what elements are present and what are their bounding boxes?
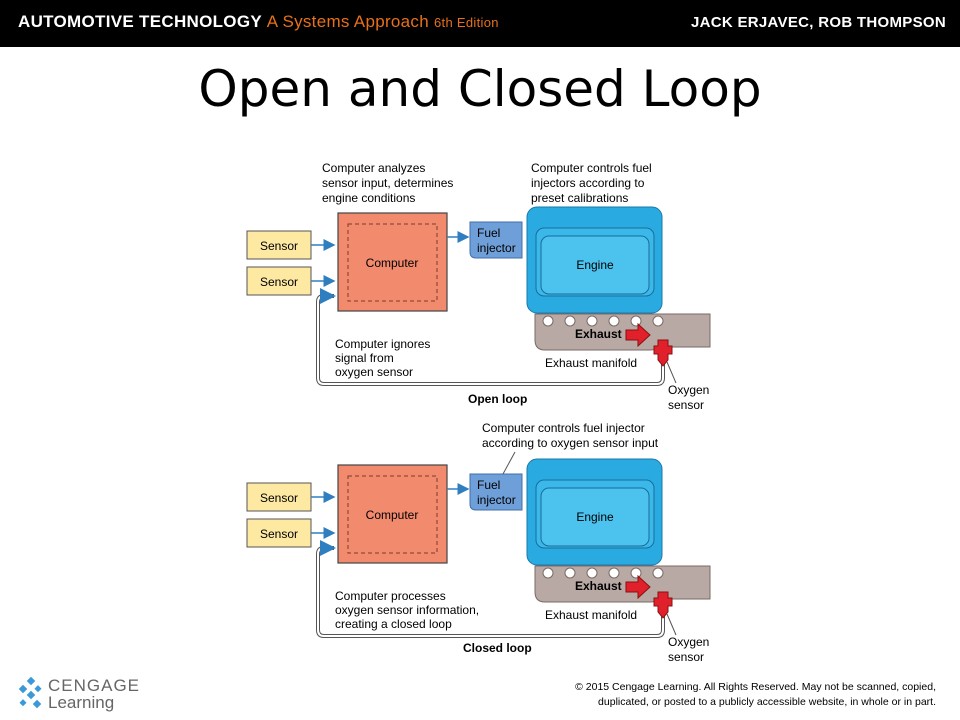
closed-exhaust-manifold <box>534 565 711 603</box>
slide-title: Open and Closed Loop <box>198 60 762 118</box>
closed-loop-diagram: Sensor Sensor Computer Fuel injector Eng… <box>246 421 711 664</box>
open-feedback-note: Computer ignores signal from oxygen sens… <box>335 337 430 379</box>
copyright-line-1: © 2015 Cengage Learning. All Rights Rese… <box>575 681 936 693</box>
open-computer-note: Computer analyzes sensor input, determin… <box>322 161 453 205</box>
svg-text:engine conditions: engine conditions <box>322 191 415 205</box>
closed-sensor-2: Sensor <box>260 527 298 541</box>
open-exhaust-manifold <box>534 313 711 351</box>
book-title-text: AUTOMOTIVE TECHNOLOGY <box>18 12 262 31</box>
svg-text:preset calibrations: preset calibrations <box>531 191 628 205</box>
svg-text:oxygen sensor information,: oxygen sensor information, <box>335 603 479 617</box>
closed-oxygen-sensor <box>653 591 673 619</box>
closed-o2-text-1: Oxygen <box>668 635 709 649</box>
closed-fuel-injector <box>469 473 523 511</box>
book-title: AUTOMOTIVE TECHNOLOGY A Systems Approach… <box>18 12 499 32</box>
svg-text:according to oxygen sensor inp: according to oxygen sensor input <box>482 436 659 450</box>
open-exhaust-arrow <box>625 322 651 348</box>
closed-exhaust-arrow <box>625 574 651 600</box>
closed-injector-text-2: injector <box>477 493 516 507</box>
svg-text:injectors according to: injectors according to <box>531 176 645 190</box>
open-engine-label: Engine <box>576 258 614 272</box>
open-manifold-label: Exhaust manifold <box>545 356 637 370</box>
open-loop-caption: Open loop <box>468 392 527 406</box>
open-injector-text-1: Fuel <box>477 226 500 240</box>
closed-sensor-1-box <box>246 482 312 512</box>
closed-injector-note: Computer controls fuel injector accordin… <box>482 421 659 450</box>
closed-sensor-1: Sensor <box>260 491 298 505</box>
open-sensor-1: Sensor <box>260 239 298 253</box>
book-header: AUTOMOTIVE TECHNOLOGY A Systems Approach… <box>0 0 960 47</box>
logo-word-learning: Learning <box>48 693 115 712</box>
closed-exhaust-label: Exhaust <box>575 579 622 593</box>
open-injector-note: Computer controls fuel injectors accordi… <box>531 161 652 205</box>
svg-text:Computer controls fuel injecto: Computer controls fuel injector <box>482 421 645 435</box>
closed-manifold-label: Exhaust manifold <box>545 608 637 622</box>
open-computer-box <box>337 212 448 312</box>
closed-injector-text-1: Fuel <box>477 478 500 492</box>
closed-computer-box <box>337 464 448 564</box>
closed-loop-caption: Closed loop <box>463 641 532 655</box>
cengage-logo: CENGAGE Learning <box>18 674 148 714</box>
svg-text:oxygen sensor: oxygen sensor <box>335 365 413 379</box>
svg-text:signal from: signal from <box>335 351 394 365</box>
closed-sensor-2-box <box>246 518 312 548</box>
copyright-line-2: duplicated, or posted to a publicly acce… <box>598 696 936 708</box>
svg-text:sensor input, determines: sensor input, determines <box>322 176 453 190</box>
book-edition: 6th Edition <box>434 15 499 30</box>
closed-o2-text-2: sensor <box>668 650 704 664</box>
cengage-mark-icon <box>18 676 42 709</box>
logo-word-cengage: CENGAGE <box>48 676 141 695</box>
open-computer-label: Computer <box>366 256 419 270</box>
svg-text:Computer analyzes: Computer analyzes <box>322 161 425 175</box>
closed-computer-label: Computer <box>366 508 419 522</box>
copyright-notice: © 2015 Cengage Learning. All Rights Rese… <box>376 680 936 710</box>
svg-text:Computer processes: Computer processes <box>335 589 446 603</box>
open-fuel-injector <box>469 221 523 259</box>
open-sensor-1-box <box>246 230 312 260</box>
book-subtitle: A Systems Approach <box>266 12 429 31</box>
closed-injector-leader <box>502 451 516 475</box>
open-o2-text-1: Oxygen <box>668 383 709 397</box>
open-oxygen-sensor <box>653 339 673 367</box>
svg-text:Computer controls fuel: Computer controls fuel <box>531 161 652 175</box>
open-o2-text-2: sensor <box>668 398 704 412</box>
closed-feedback-note: Computer processes oxygen sensor informa… <box>335 589 479 631</box>
svg-text:creating a closed loop: creating a closed loop <box>335 617 452 631</box>
open-injector-text-2: injector <box>477 241 516 255</box>
open-exhaust-label: Exhaust <box>575 327 622 341</box>
svg-text:Computer ignores: Computer ignores <box>335 337 430 351</box>
book-authors: JACK ERJAVEC, ROB THOMPSON <box>690 14 946 31</box>
open-sensor-2: Sensor <box>260 275 298 289</box>
open-loop-diagram: Sensor Sensor Computer Fuel injector Eng… <box>246 161 711 412</box>
closed-engine-label: Engine <box>576 510 614 524</box>
